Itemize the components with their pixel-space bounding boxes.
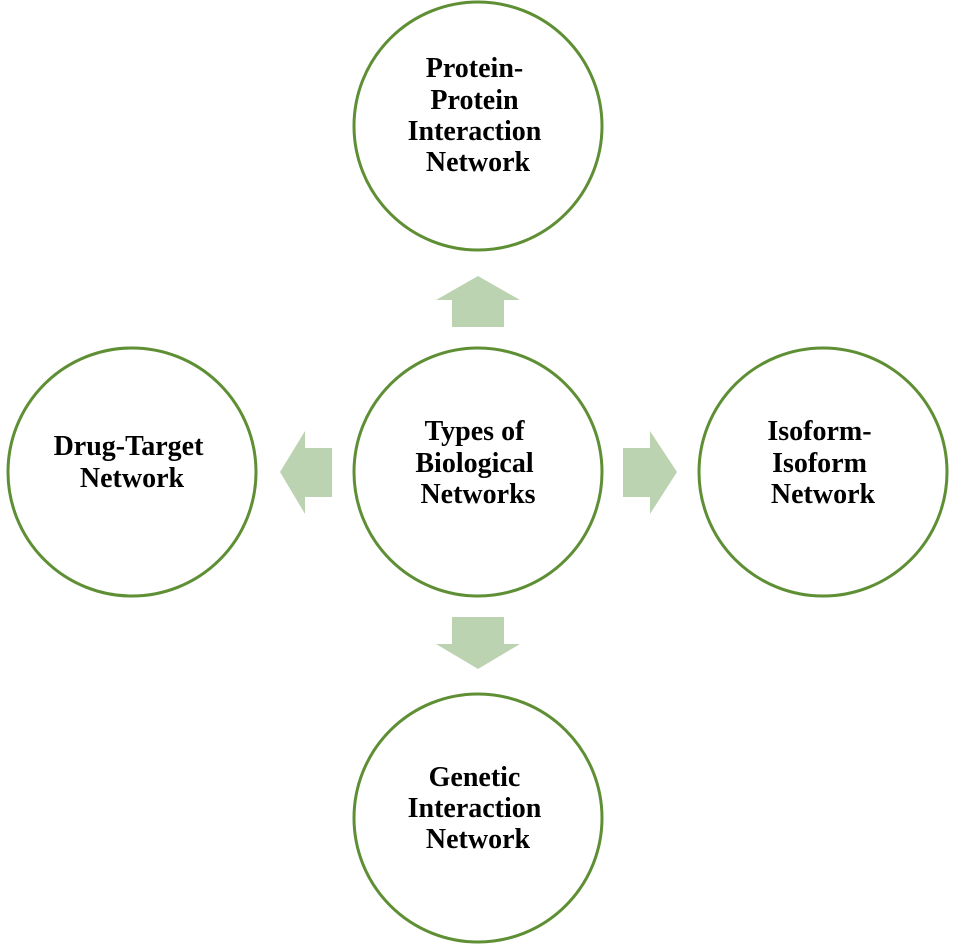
node-circle — [6, 346, 258, 598]
node-circle — [697, 346, 949, 598]
label-line: Network — [80, 463, 185, 494]
label-line: Biological — [415, 448, 533, 479]
label-line: Genetic — [429, 762, 521, 793]
node-label: Isoform- Isoform Network — [767, 416, 878, 510]
label-line: Isoform- — [767, 416, 871, 447]
label-line: Protein — [430, 85, 519, 116]
node-circle — [352, 346, 604, 598]
node-isoform-isoform-network: Isoform- Isoform Network — [697, 346, 949, 598]
label-line: Networks — [420, 479, 535, 510]
label-line: Isoform — [772, 448, 867, 479]
node-label: Protein- Protein Interaction Network — [408, 53, 549, 178]
node-circle — [352, 0, 604, 252]
label-line: Network — [426, 147, 531, 178]
node-circle — [352, 692, 604, 944]
label-line: Drug-Target — [54, 431, 205, 462]
label-line: Network — [426, 824, 531, 855]
label-line: Protein- — [426, 53, 523, 84]
node-genetic-interaction-network: Genetic Interaction Network — [352, 692, 604, 944]
arrow-right — [623, 431, 677, 514]
arrow-down — [436, 617, 520, 669]
arrow-left — [280, 431, 332, 514]
arrow-up — [436, 276, 520, 327]
label-line: Interaction — [408, 116, 542, 147]
label-line: Network — [771, 479, 876, 510]
node-label: Drug-Target Network — [54, 431, 211, 494]
label-line: Types of — [425, 416, 525, 447]
node-label: Genetic Interaction Network — [408, 762, 549, 855]
node-label: Types of Biological Networks — [415, 416, 540, 510]
node-protein-protein-interaction: Protein- Protein Interaction Network — [352, 0, 604, 252]
node-types-of-biological-networks: Types of Biological Networks — [352, 346, 604, 598]
node-drug-target-network: Drug-Target Network — [6, 346, 258, 598]
label-line: Interaction — [408, 793, 542, 824]
